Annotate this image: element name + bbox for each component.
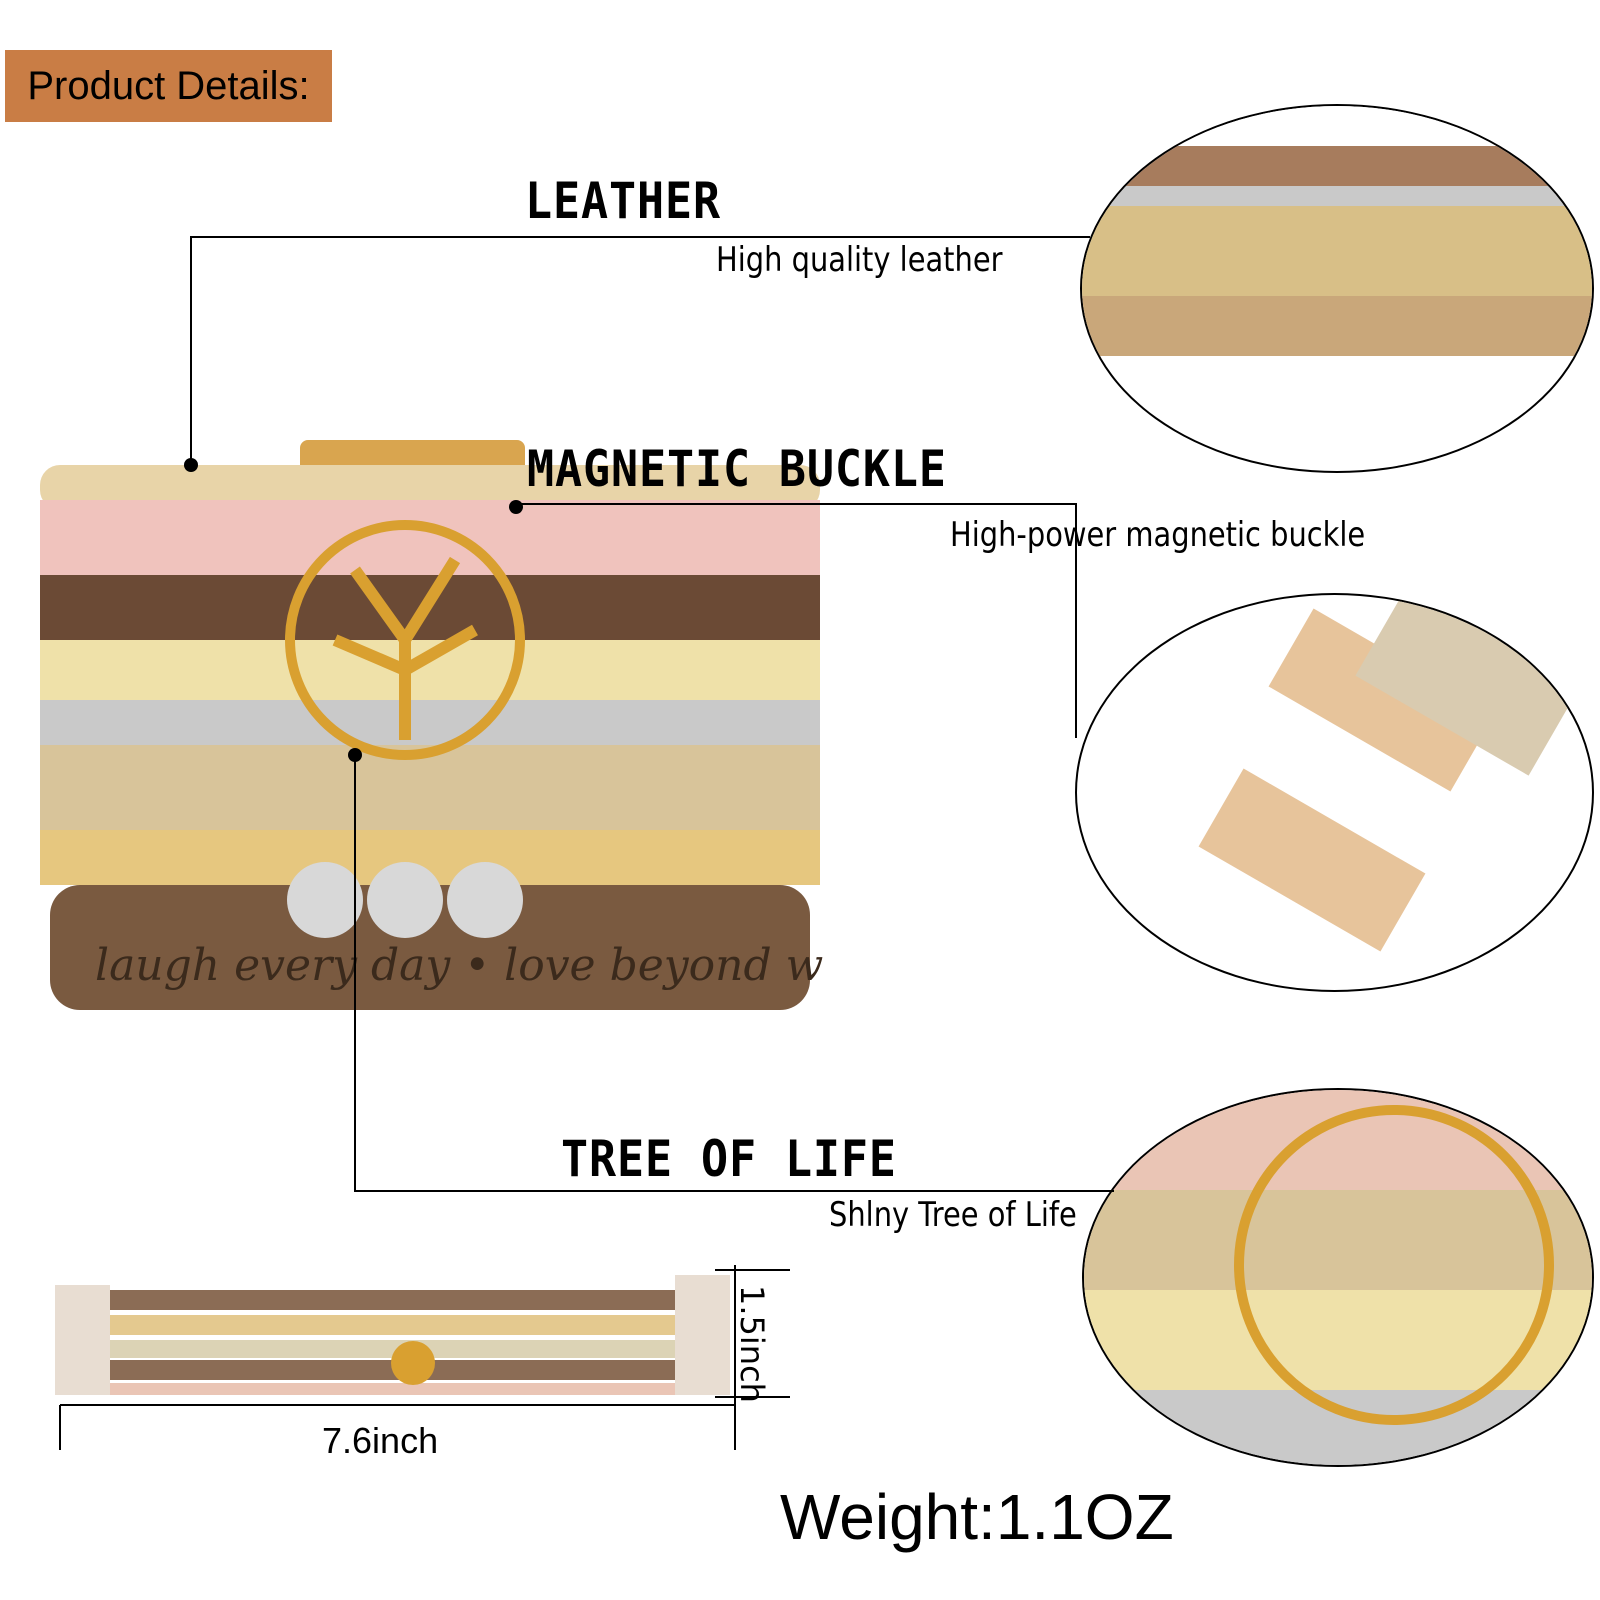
leather-detail-oval — [1080, 104, 1594, 473]
pearl-bead — [447, 862, 523, 938]
leather-leader-line-vertical — [190, 236, 192, 464]
length-dimension-label: 7.6inch — [322, 1420, 439, 1461]
buckle-leader-line — [515, 503, 1077, 505]
buckle-leader-line-vertical — [1075, 503, 1077, 738]
silver-band — [40, 700, 820, 745]
leather-subtitle: High quality leather — [716, 240, 1003, 280]
buckle-pointer-dot — [509, 500, 523, 514]
magnetic-buckle-title: MAGNETIC BUCKLE — [527, 440, 947, 498]
tree-of-life-title: TREE OF LIFE — [561, 1130, 897, 1188]
pearl-bead — [367, 862, 443, 938]
bottom-engraved-band — [50, 885, 810, 1010]
tree-of-life-subtitle: Shlny Tree of Life — [829, 1195, 1077, 1235]
tree-leader-line — [354, 1190, 1114, 1192]
leather-title: LEATHER — [525, 172, 721, 230]
tree-leader-line-vertical — [354, 756, 356, 1192]
tree-detail-oval — [1082, 1088, 1594, 1467]
height-dimension-label: 1.5inch — [733, 1285, 771, 1403]
tree-of-life-charm — [285, 520, 525, 760]
pearl-bead — [287, 862, 363, 938]
weight-label: Weight:1.1OZ — [780, 1481, 1174, 1553]
leather-leader-line — [190, 236, 1090, 238]
product-details-badge: Product Details: — [5, 50, 332, 122]
glitter-band — [40, 745, 820, 830]
engraving-text: laugh every day • love beyond words — [95, 940, 825, 991]
bracelet-main-image: laugh every day • love beyond words — [40, 440, 825, 1010]
tree-pointer-dot — [348, 748, 362, 762]
buckle-detail-oval — [1075, 593, 1594, 992]
pink-band — [40, 500, 820, 575]
bracelet-flat-image — [55, 1265, 790, 1450]
leather-pointer-dot — [184, 458, 198, 472]
badge-label: Product Details: — [27, 63, 310, 108]
magnetic-buckle-subtitle: High-power magnetic buckle — [950, 515, 1366, 555]
